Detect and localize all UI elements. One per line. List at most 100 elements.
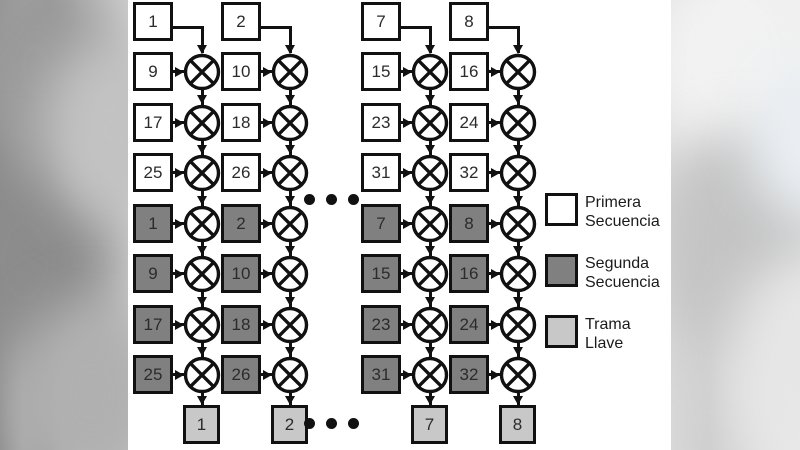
arrowhead-down xyxy=(285,396,295,405)
arrowhead-down xyxy=(285,144,295,154)
xor-gate-icon xyxy=(271,154,309,192)
ellipsis-dot xyxy=(326,418,337,429)
arrowhead-down xyxy=(197,44,207,54)
input-box-first-sequence: 25 xyxy=(133,153,173,192)
xor-gate-icon xyxy=(411,306,449,344)
arrowhead-right xyxy=(403,167,412,178)
input-box-first-sequence: 16 xyxy=(449,52,489,91)
arrowhead-down xyxy=(197,296,207,306)
legend-label-line2: Llave xyxy=(585,335,624,352)
arrowhead-right xyxy=(403,66,412,77)
arrowhead-down xyxy=(197,346,207,356)
arrowhead-right xyxy=(403,319,412,330)
xor-gate-icon xyxy=(499,104,537,142)
ellipsis-dot xyxy=(326,194,337,205)
input-box-first-sequence: 8 xyxy=(449,2,489,41)
arrowhead-right xyxy=(175,268,184,279)
xor-gate-icon xyxy=(411,255,449,293)
xor-gate-icon xyxy=(271,205,309,243)
input-box-first-sequence: 32 xyxy=(449,153,489,192)
xor-gate-icon xyxy=(499,306,537,344)
arrowhead-right xyxy=(403,369,412,380)
xor-gate-icon xyxy=(411,205,449,243)
input-box-first-sequence: 23 xyxy=(361,103,401,142)
arrowhead-down xyxy=(425,195,435,205)
xor-gate-icon xyxy=(499,154,537,192)
output-box-key-frame: 7 xyxy=(411,405,448,444)
arrowhead-down xyxy=(285,195,295,205)
xor-gate-icon xyxy=(183,53,221,91)
input-box-second-sequence: 31 xyxy=(361,355,401,394)
xor-gate-icon xyxy=(271,53,309,91)
ellipsis-dot xyxy=(348,418,359,429)
input-box-second-sequence: 17 xyxy=(133,305,173,344)
arrowhead-down xyxy=(513,195,523,205)
connector-vertical xyxy=(201,26,204,53)
blurred-background-right xyxy=(670,0,800,450)
input-box-first-sequence: 31 xyxy=(361,153,401,192)
xor-gate-icon xyxy=(183,255,221,293)
arrowhead-down xyxy=(285,245,295,255)
connector-horizontal xyxy=(260,26,291,29)
input-box-first-sequence: 7 xyxy=(361,2,401,41)
xor-gate-icon xyxy=(411,53,449,91)
arrowhead-right xyxy=(263,369,272,380)
arrowhead-right xyxy=(491,218,500,229)
connector-horizontal xyxy=(400,26,431,29)
input-box-first-sequence: 26 xyxy=(221,153,261,192)
arrowhead-down xyxy=(513,396,523,405)
ellipsis-dot xyxy=(304,418,315,429)
arrowhead-down xyxy=(513,245,523,255)
input-box-first-sequence: 9 xyxy=(133,52,173,91)
arrowhead-right xyxy=(175,369,184,380)
arrowhead-down xyxy=(425,396,435,405)
input-box-first-sequence: 17 xyxy=(133,103,173,142)
arrowhead-down xyxy=(285,94,295,104)
arrowhead-down xyxy=(513,44,523,54)
arrowhead-right xyxy=(491,117,500,128)
output-box-key-frame: 1 xyxy=(183,405,220,444)
output-box-key-frame: 8 xyxy=(499,405,536,444)
arrowhead-right xyxy=(263,218,272,229)
input-box-first-sequence: 1 xyxy=(133,2,173,41)
arrowhead-right xyxy=(175,167,184,178)
arrowhead-down xyxy=(197,144,207,154)
input-box-second-sequence: 32 xyxy=(449,355,489,394)
arrowhead-right xyxy=(491,66,500,77)
arrowhead-right xyxy=(491,319,500,330)
input-box-second-sequence: 25 xyxy=(133,355,173,394)
xor-gate-icon xyxy=(411,154,449,192)
legend-label-line1: Primera xyxy=(585,194,642,211)
connector-vertical xyxy=(429,26,432,53)
legend-swatch-light xyxy=(545,315,578,348)
arrowhead-down xyxy=(425,44,435,54)
input-box-first-sequence: 18 xyxy=(221,103,261,142)
arrowhead-right xyxy=(263,66,272,77)
xor-gate-icon xyxy=(271,255,309,293)
xor-gate-icon xyxy=(183,205,221,243)
arrowhead-right xyxy=(403,117,412,128)
xor-gate-icon xyxy=(271,356,309,394)
arrowhead-right xyxy=(491,167,500,178)
xor-gate-icon xyxy=(411,356,449,394)
input-box-second-sequence: 15 xyxy=(361,254,401,293)
arrowhead-down xyxy=(197,245,207,255)
connector-horizontal xyxy=(488,26,519,29)
arrowhead-down xyxy=(513,346,523,356)
xor-gate-icon xyxy=(183,306,221,344)
arrowhead-down xyxy=(285,346,295,356)
arrowhead-down xyxy=(425,94,435,104)
input-box-second-sequence: 8 xyxy=(449,204,489,243)
input-box-first-sequence: 10 xyxy=(221,52,261,91)
arrowhead-down xyxy=(513,144,523,154)
input-box-second-sequence: 1 xyxy=(133,204,173,243)
arrowhead-down xyxy=(197,396,207,405)
arrowhead-right xyxy=(403,268,412,279)
xor-gate-icon xyxy=(499,356,537,394)
arrowhead-down xyxy=(285,44,295,54)
legend-label-line2: Secuencia xyxy=(585,213,660,230)
